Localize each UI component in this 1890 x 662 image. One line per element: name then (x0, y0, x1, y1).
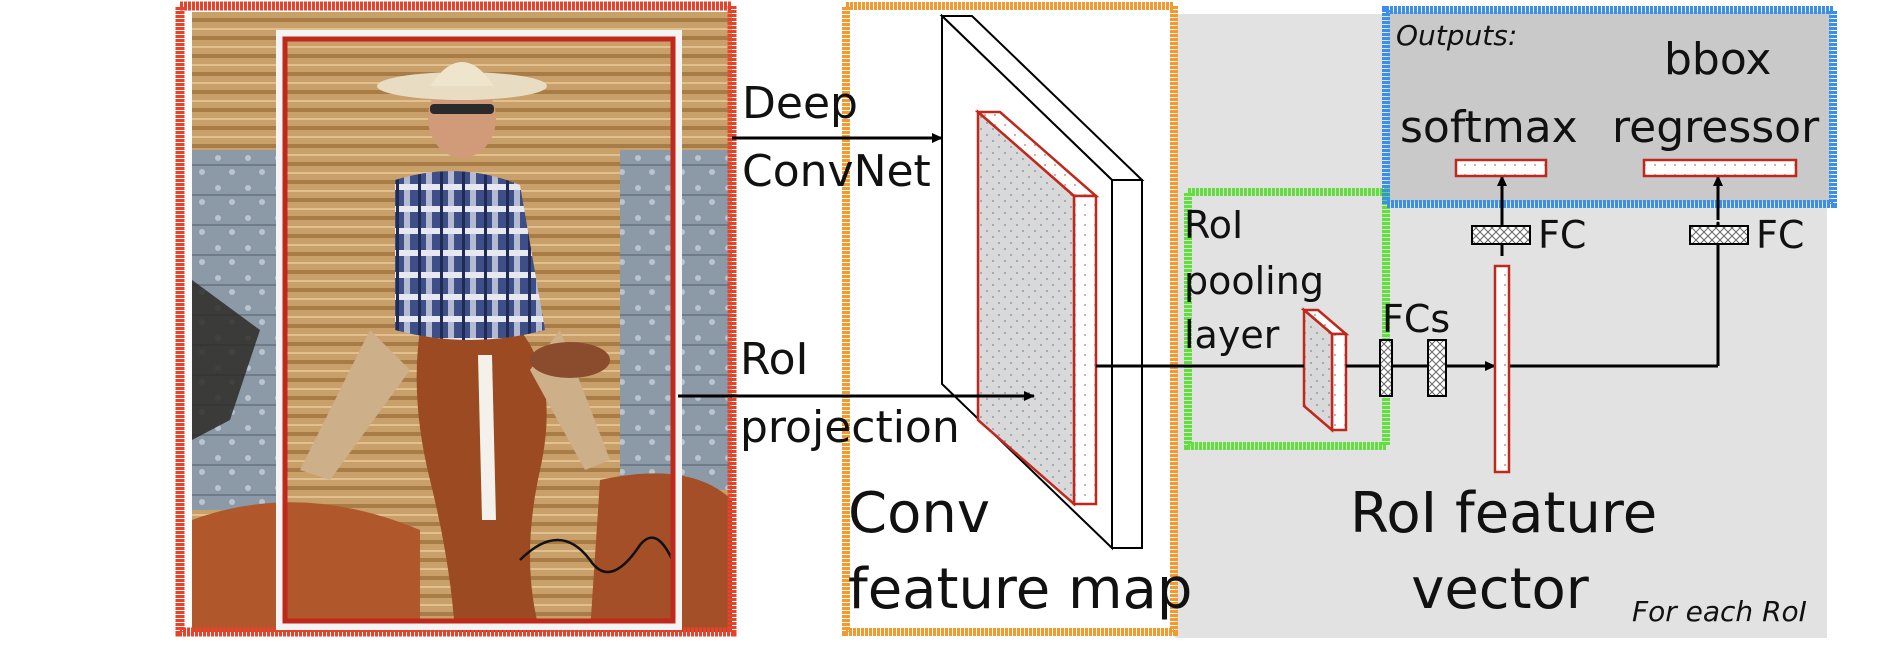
fc-layer-1 (1379, 339, 1393, 397)
fc-left-box (1471, 225, 1531, 245)
input-photo (192, 12, 732, 632)
fc-layer-2 (1427, 339, 1447, 397)
softmax-output-bar (1454, 158, 1548, 178)
outputs-label: Outputs: (1396, 19, 1518, 52)
vector-label: vector (1411, 557, 1589, 622)
conv-label: Conv (848, 481, 990, 546)
roi-label: RoI (740, 334, 809, 385)
feature-map-label: feature map (848, 557, 1193, 622)
fc-right-label: FC (1756, 213, 1805, 257)
roi-region-inner-box (282, 36, 676, 624)
convnet-label: ConvNet (742, 146, 931, 197)
pooling-roi-label: RoI (1184, 203, 1244, 247)
pooled-feature-cube (1300, 307, 1350, 433)
conv-feature-map-box (842, 2, 1178, 636)
outputs-box (1382, 6, 1837, 208)
layer-label: layer (1184, 313, 1280, 357)
roi-pooling-box (1184, 188, 1390, 450)
roi-feature-label: RoI feature (1350, 481, 1658, 546)
fc-right-box (1689, 225, 1749, 245)
projection-label: projection (740, 402, 960, 453)
conv-feature-map-volume (939, 13, 1145, 551)
regressor-label: regressor (1612, 102, 1820, 153)
pooling-label: pooling (1184, 259, 1324, 303)
bbox-output-bar (1642, 158, 1798, 178)
softmax-label: softmax (1400, 102, 1578, 153)
deep-label: Deep (742, 78, 858, 129)
for-each-roi-label: For each RoI (1632, 595, 1807, 628)
bbox-label: bbox (1664, 34, 1772, 85)
roi-feature-vector-bar (1493, 264, 1511, 474)
input-image-box (175, 1, 737, 637)
fcs-label: FCs (1382, 297, 1451, 341)
roi-region-box (276, 30, 682, 630)
fc-left-label: FC (1538, 213, 1587, 257)
